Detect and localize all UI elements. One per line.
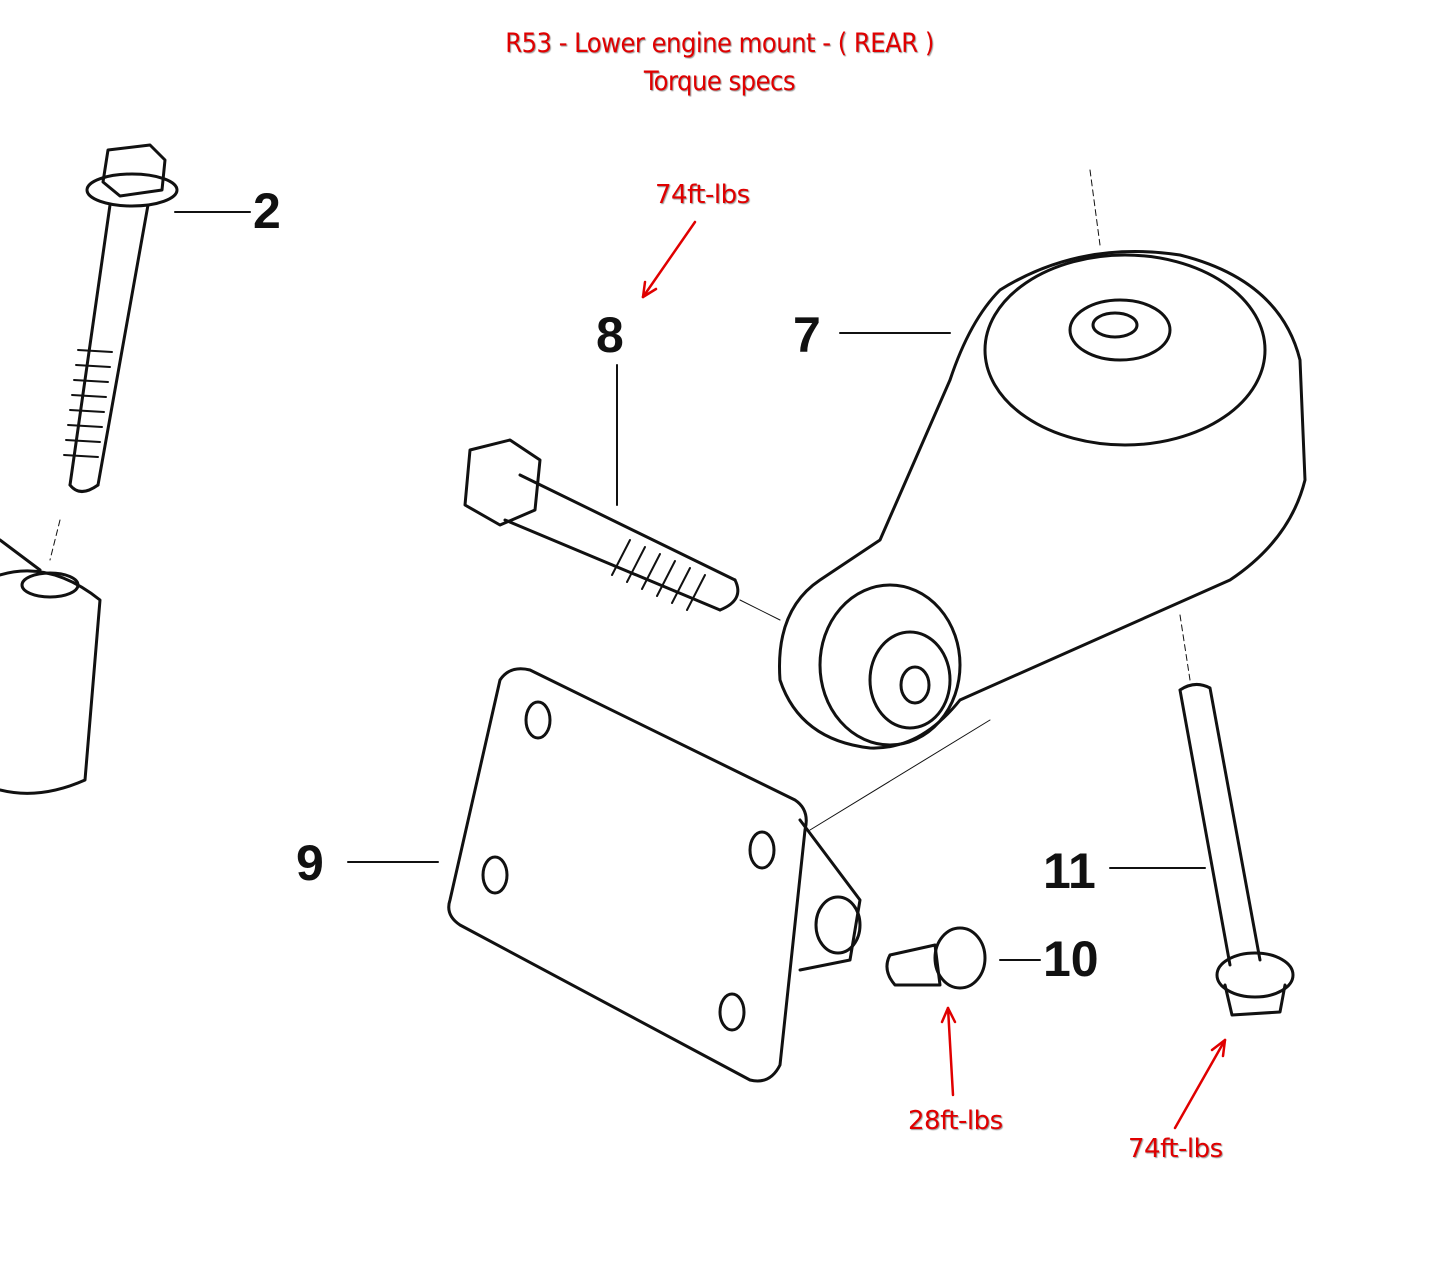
callout-2: 2: [253, 183, 281, 239]
callout-10: 10: [1043, 931, 1099, 987]
partial-spacer-drawing: [0, 519, 102, 795]
torque-label-bolt-8: 74ft-lbs: [655, 180, 750, 210]
callout-7: 7: [793, 307, 821, 363]
torque-label-bolt-10: 28ft-lbs: [908, 1106, 1003, 1136]
bolt-2-drawing: [63, 143, 251, 493]
bolt-11-drawing: [1109, 683, 1295, 1017]
torque-label-bolt-11: 74ft-lbs: [1128, 1134, 1223, 1164]
callout-8: 8: [596, 307, 624, 363]
callout-9: 9: [296, 835, 324, 891]
bracket-plate-9-drawing: [347, 667, 991, 1083]
callout-11: 11: [1043, 843, 1096, 899]
torque-arrows: [641, 220, 1227, 1130]
diagram-subtitle: Torque specs: [643, 66, 796, 97]
diagram-title: R53 - Lower engine mount - ( REAR ): [505, 28, 934, 59]
engine-mount-7-drawing: [778, 169, 1307, 750]
bolt-10-drawing: [885, 926, 1041, 990]
bolt-8-drawing: [463, 364, 781, 621]
